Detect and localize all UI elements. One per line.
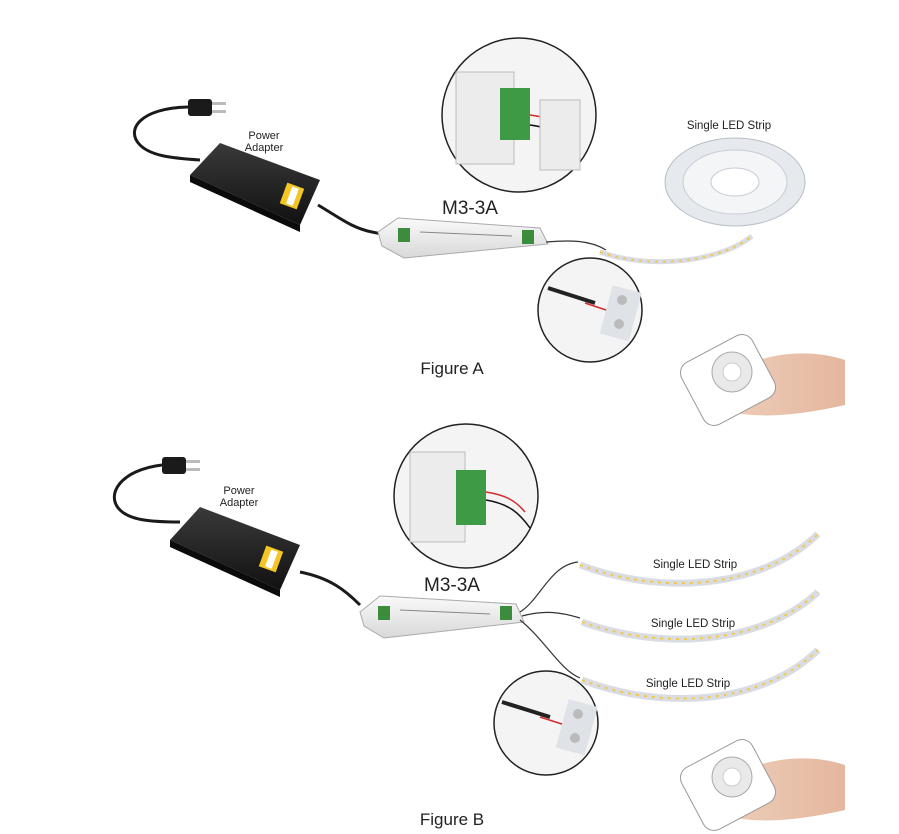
figure-caption: Figure B [420, 810, 484, 829]
figure-b: Power Adapter M3-3A [113, 423, 845, 831]
plug-icon [188, 99, 226, 116]
led-strip-icon [580, 647, 821, 703]
figure-caption: Figure A [420, 359, 484, 378]
controller-label: M3-3A [424, 575, 480, 596]
strip-label: Single LED Strip [653, 559, 737, 571]
magnifier-icon [441, 37, 597, 193]
magnifier-icon [493, 670, 599, 776]
led-strip-icon [578, 531, 821, 587]
power-adapter-label: Power [223, 485, 255, 497]
figure-a: Power Adapter M3-3A [133, 37, 845, 426]
power-adapter-label: Power [248, 130, 280, 142]
controller-icon [377, 217, 549, 259]
power-adapter-label-line2: Adapter [220, 497, 259, 509]
magnifier-icon [537, 257, 643, 363]
led-strip-icon [599, 137, 806, 265]
power-adapter-icon [170, 507, 300, 597]
remote-control-icon [679, 334, 845, 426]
power-adapter-icon [190, 143, 320, 232]
strip-label: Single LED Strip [687, 120, 771, 132]
led-strip-icon [580, 589, 821, 643]
strip-label: Single LED Strip [651, 618, 735, 630]
strip-label: Single LED Strip [646, 678, 730, 690]
controller-label: M3-3A [442, 198, 498, 219]
controller-icon [359, 595, 525, 639]
power-adapter-label-line2: Adapter [245, 142, 284, 154]
plug-icon [162, 457, 200, 474]
magnifier-icon [393, 423, 539, 569]
remote-control-icon [679, 739, 845, 831]
